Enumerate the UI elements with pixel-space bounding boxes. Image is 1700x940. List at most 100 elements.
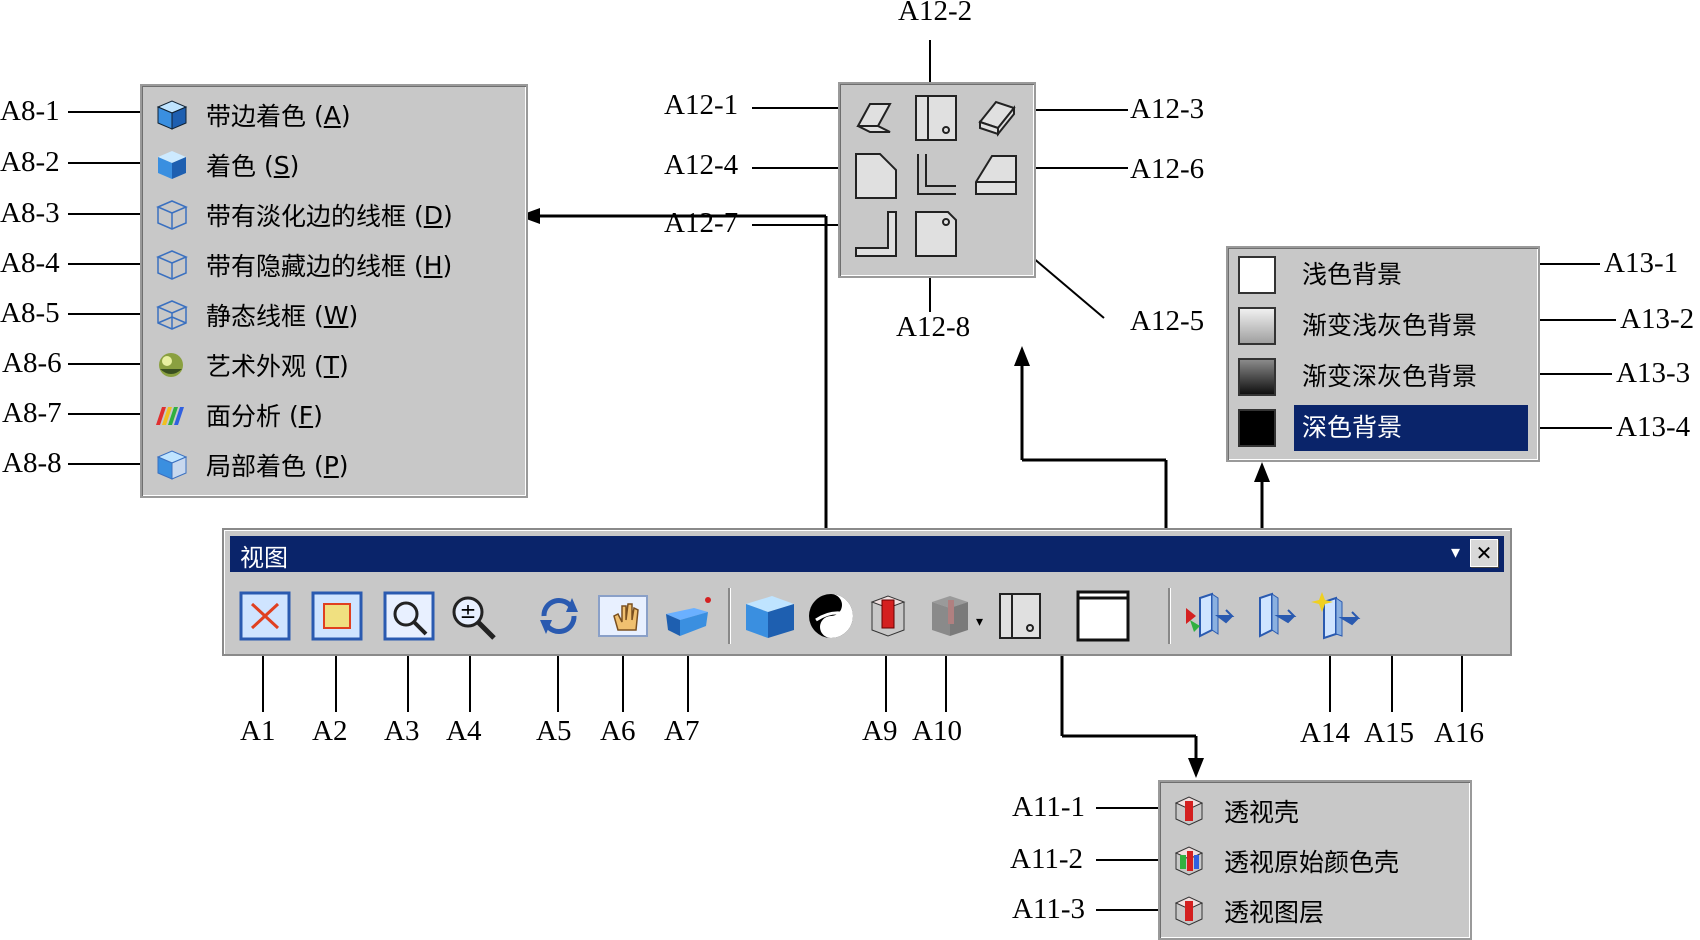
callout-A13-3: A13-3	[1616, 357, 1691, 389]
menu-item-label: 带边着色	[206, 102, 307, 131]
menu-shortcut: F	[298, 400, 314, 430]
pan-hand-icon[interactable]	[596, 590, 650, 642]
toolbar-separator	[1168, 588, 1171, 644]
shaded-cube-icon[interactable]	[742, 590, 796, 642]
shaded-cube-icon	[158, 151, 186, 179]
menu-item-label: 面分析	[206, 402, 282, 431]
menu-item-label: 透视原始颜色壳	[1224, 848, 1400, 877]
menu-item-shaded-with-edges[interactable]: 带边着色 (A)	[152, 92, 351, 138]
menu-shortcut: H	[423, 250, 443, 280]
zoom-area-icon[interactable]	[382, 590, 436, 642]
fit-view-icon[interactable]	[238, 590, 292, 642]
menu-item-label: 透视壳	[1224, 798, 1300, 827]
menu-item-label: 着色	[206, 152, 257, 181]
callout-A12-6: A12-6	[1130, 153, 1205, 185]
see-through-icon[interactable]	[862, 590, 916, 642]
gradient-light-gray-swatch-icon	[1238, 307, 1276, 345]
callout-A8-4: A8-4	[0, 247, 60, 279]
callout-A9: A9	[862, 715, 898, 747]
callout-A4: A4	[446, 715, 482, 747]
callout-A12-4: A12-4	[664, 149, 739, 181]
previous-view-icon[interactable]	[1182, 590, 1236, 642]
menu-item-static-wireframe[interactable]: 静态线框 (W)	[152, 292, 358, 338]
callout-A8-5: A8-5	[0, 297, 60, 329]
view-bottom-icon[interactable]	[850, 208, 902, 260]
callout-A8-3: A8-3	[0, 197, 60, 229]
menu-item-see-through-original-color-shell[interactable]: 透视原始颜色壳	[1170, 838, 1399, 884]
menu-item-face-analysis[interactable]: 面分析 (F)	[152, 392, 323, 438]
wireframe-hidden-edges-icon	[156, 250, 188, 280]
gradient-dark-gray-swatch-icon	[1238, 358, 1276, 396]
view-trimetric-icon[interactable]	[850, 92, 902, 144]
toolbar-options-dropdown[interactable]: ▾	[1450, 542, 1460, 563]
menu-shortcut: S	[273, 150, 290, 180]
menu-item-partial-shading[interactable]: 局部着色 (P)	[152, 442, 349, 488]
callout-A6: A6	[600, 715, 636, 747]
menu-item-see-through-shell[interactable]: 透视壳	[1170, 788, 1299, 834]
view-toolbar: 视图 ▾ ✕ ± ▾	[222, 528, 1512, 656]
face-analysis-icon	[156, 407, 184, 425]
callout-A8-2: A8-2	[0, 146, 60, 178]
see-through-dropdown-arrow[interactable]: ▾	[976, 614, 984, 630]
callout-A12-7: A12-7	[664, 207, 739, 239]
dark-background-swatch-icon	[1238, 409, 1276, 447]
zoom-in-out-icon[interactable]: ±	[446, 590, 500, 642]
menu-item-artistic-appearance[interactable]: 艺术外观 (T)	[152, 342, 349, 388]
callout-A11-3: A11-3	[1012, 893, 1086, 925]
restore-view-icon[interactable]	[1244, 590, 1298, 642]
svg-text:±: ±	[460, 599, 477, 623]
view-front-icon[interactable]	[910, 92, 962, 144]
static-wireframe-icon	[156, 300, 188, 330]
callout-A11-2: A11-2	[1010, 843, 1084, 875]
see-through-options-icon[interactable]	[924, 590, 978, 642]
perspective-icon[interactable]	[660, 590, 714, 642]
see-through-original-color-icon	[1174, 846, 1204, 876]
callout-A12-5: A12-5	[1130, 305, 1205, 337]
view-isometric-icon[interactable]	[970, 92, 1022, 144]
toolbar-title-bar[interactable]: 视图 ▾ ✕	[230, 536, 1504, 572]
menu-item-dark-background[interactable]: 深色背景	[1234, 405, 1528, 451]
menu-item-light-background[interactable]: 浅色背景	[1234, 252, 1410, 298]
view-left-icon[interactable]	[850, 150, 902, 202]
callout-A13-1: A13-1	[1604, 247, 1679, 279]
toolbar-title: 视图	[240, 544, 288, 572]
close-button[interactable]: ✕	[1470, 539, 1498, 567]
menu-item-wireframe-dim-edges[interactable]: 带有淡化边的线框 (D)	[152, 192, 453, 238]
callout-A13-2: A13-2	[1620, 303, 1695, 335]
menu-item-gradient-dark-gray-background[interactable]: 渐变深灰色背景	[1234, 354, 1485, 400]
callout-A5: A5	[536, 715, 572, 747]
menu-item-label: 静态线框	[206, 302, 307, 331]
menu-item-label: 渐变浅灰色背景	[1302, 311, 1478, 340]
callout-A1: A1	[240, 715, 276, 747]
hidden-line-yin-yang-icon[interactable]	[804, 590, 858, 642]
menu-item-label: 渐变深灰色背景	[1302, 362, 1478, 391]
zoom-window-icon[interactable]	[310, 590, 364, 642]
see-through-shell-icon	[1174, 796, 1204, 826]
background-window-icon[interactable]	[1076, 590, 1130, 642]
menu-item-see-through-layer[interactable]: 透视图层	[1170, 888, 1324, 934]
callout-A10: A10	[912, 715, 962, 747]
callout-A8-8: A8-8	[2, 447, 62, 479]
menu-item-label: 深色背景	[1294, 405, 1528, 451]
toolbar-separator	[728, 588, 731, 644]
menu-item-wireframe-hidden-edges[interactable]: 带有隐藏边的线框 (H)	[152, 242, 452, 288]
callout-A13-4: A13-4	[1616, 411, 1691, 443]
view-front-icon[interactable]	[994, 590, 1048, 642]
view-right-icon[interactable]	[970, 150, 1022, 202]
menu-shortcut: P	[323, 450, 339, 480]
view-rear-icon[interactable]	[910, 208, 962, 260]
rotate-icon[interactable]	[532, 590, 586, 642]
menu-item-label: 带有淡化边的线框	[206, 202, 407, 231]
callout-A16: A16	[1434, 717, 1484, 749]
new-view-sparkle-icon[interactable]	[1308, 590, 1362, 642]
menu-shortcut: D	[423, 200, 443, 230]
view-top-icon[interactable]	[910, 150, 962, 202]
shading-mode-menu: 带边着色 (A) 着色 (S) 带有淡化边的线框 (D) 带有隐藏边的线框 (H…	[140, 84, 528, 498]
callout-A14: A14	[1300, 717, 1350, 749]
menu-shortcut: A	[323, 100, 341, 130]
callout-A11-1: A11-1	[1012, 791, 1086, 823]
menu-item-shaded[interactable]: 着色 (S)	[152, 142, 299, 188]
menu-item-gradient-light-gray-background[interactable]: 渐变浅灰色背景	[1234, 303, 1485, 349]
callout-A8-1: A8-1	[0, 95, 60, 127]
callout-A2: A2	[312, 715, 348, 747]
